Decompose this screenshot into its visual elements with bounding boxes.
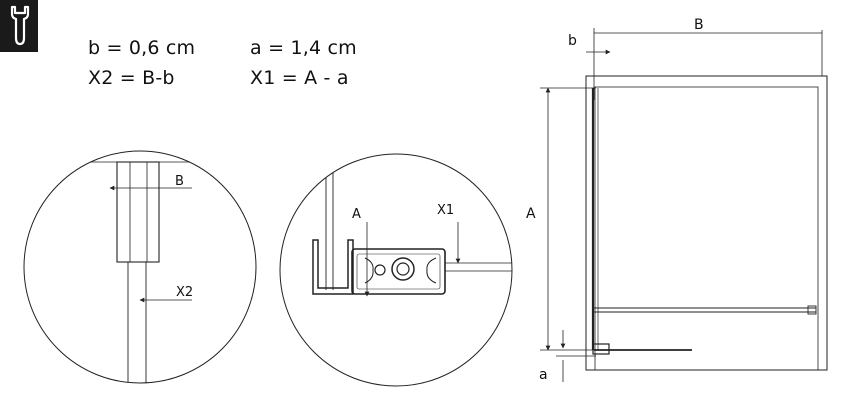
- label-x1: X1: [437, 203, 455, 218]
- formula-x1: X1 = A - a: [250, 67, 349, 89]
- label-a-small: a: [539, 367, 548, 383]
- formula-x2: X2 = B-b: [88, 67, 175, 89]
- label-a-height: A: [526, 206, 536, 222]
- label-b-small: b: [568, 33, 577, 49]
- formula-b: b = 0,6 cm: [88, 37, 196, 59]
- formula-a: a = 1,4 cm: [250, 37, 357, 59]
- detail-middle-circle: [279, 153, 513, 387]
- detail-left-circle: [23, 150, 257, 384]
- label-b-width: B: [694, 17, 704, 33]
- overview-drawing: [540, 28, 828, 382]
- label-b-left: B: [175, 174, 184, 189]
- wrench-icon: [0, 0, 38, 52]
- label-x2: X2: [176, 285, 194, 300]
- label-a-mid: A: [352, 207, 361, 222]
